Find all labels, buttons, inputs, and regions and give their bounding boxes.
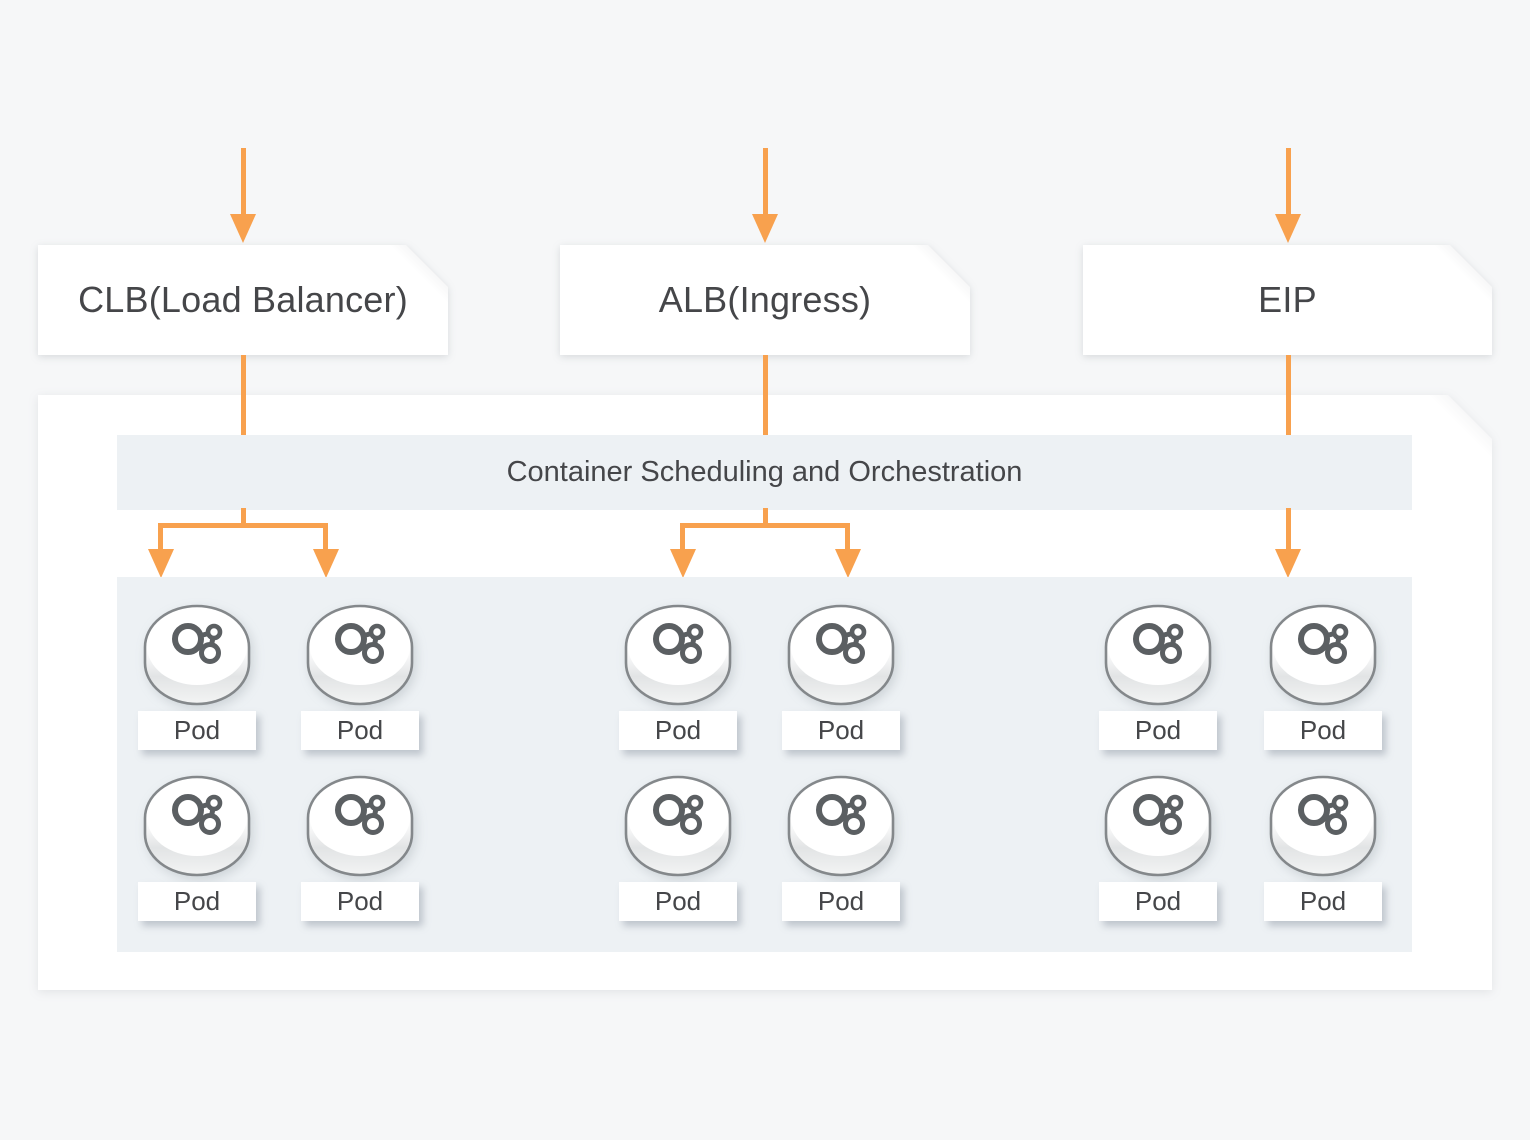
- connector-clb-lower: [240, 508, 246, 528]
- pod-cylinder-icon: [1104, 775, 1212, 878]
- node-alb-label: ALB(Ingress): [658, 279, 872, 320]
- fork-clb-horizontal: [158, 523, 328, 528]
- fork-alb-horizontal: [680, 523, 850, 528]
- pod-cylinder-icon: [787, 775, 895, 878]
- folded-corner: [900, 245, 970, 315]
- pod-cylinder-icon: [306, 604, 414, 707]
- pod: Pod: [301, 604, 419, 750]
- connector-eip-upper: [1285, 355, 1291, 437]
- pod-label: Pod: [1264, 882, 1382, 921]
- orchestration-band: Container Scheduling and Orchestration: [117, 435, 1412, 510]
- node-clb: CLB(Load Balancer): [38, 245, 448, 355]
- pod-label: Pod: [782, 711, 900, 750]
- pod-label: Pod: [619, 882, 737, 921]
- node-clb-label: CLB(Load Balancer): [78, 279, 408, 320]
- node-eip-label: EIP: [1258, 279, 1317, 320]
- arrow-down-icon: [312, 549, 339, 578]
- connector-alb-lower: [762, 508, 768, 528]
- node-alb: ALB(Ingress): [560, 245, 970, 355]
- fork-clb-right-stub: [323, 523, 328, 550]
- pod-cylinder-icon: [143, 775, 251, 878]
- fork-alb-right-stub: [845, 523, 850, 550]
- connector-eip-lower: [1285, 508, 1291, 550]
- pod-label: Pod: [1264, 711, 1382, 750]
- pod-cylinder-icon: [787, 604, 895, 707]
- pod: Pod: [138, 775, 256, 921]
- pod-label: Pod: [301, 711, 419, 750]
- connector-clb-upper: [240, 355, 246, 437]
- pod-cylinder-icon: [624, 775, 732, 878]
- folded-corner: [1416, 395, 1492, 471]
- pod: Pod: [138, 604, 256, 750]
- arrow-down-icon: [669, 549, 696, 578]
- arrow-down-icon: [1275, 549, 1301, 578]
- pod: Pod: [619, 775, 737, 921]
- pod-cylinder-icon: [624, 604, 732, 707]
- pod: Pod: [782, 604, 900, 750]
- fork-alb-left-stub: [680, 523, 685, 550]
- pod-label: Pod: [138, 882, 256, 921]
- arrow-down-icon: [1275, 214, 1301, 243]
- pod-label: Pod: [1099, 711, 1217, 750]
- pod: Pod: [1264, 775, 1382, 921]
- pod: Pod: [782, 775, 900, 921]
- pod: Pod: [1264, 604, 1382, 750]
- arrow-down-icon: [752, 214, 778, 243]
- incoming-arrow-eip: [1285, 148, 1291, 215]
- orchestration-band-label: Container Scheduling and Orchestration: [506, 456, 1023, 488]
- arrow-down-icon: [147, 549, 174, 578]
- pod-cylinder-icon: [306, 775, 414, 878]
- pod-label: Pod: [1099, 882, 1217, 921]
- pod: Pod: [619, 604, 737, 750]
- folded-corner: [1422, 245, 1492, 315]
- arrow-down-icon: [230, 214, 256, 243]
- arrow-down-icon: [834, 549, 861, 578]
- fork-clb-left-stub: [158, 523, 163, 550]
- pod-label: Pod: [619, 711, 737, 750]
- pod: Pod: [1099, 604, 1217, 750]
- connector-alb-upper: [762, 355, 768, 437]
- pod: Pod: [1099, 775, 1217, 921]
- incoming-arrow-alb: [762, 148, 768, 215]
- pod: Pod: [301, 775, 419, 921]
- pod-cylinder-icon: [1269, 604, 1377, 707]
- node-eip: EIP: [1083, 245, 1492, 355]
- pod-label: Pod: [301, 882, 419, 921]
- pod-label: Pod: [138, 711, 256, 750]
- pod-cylinder-icon: [143, 604, 251, 707]
- pod-cylinder-icon: [1104, 604, 1212, 707]
- incoming-arrow-clb: [240, 148, 246, 215]
- pod-label: Pod: [782, 882, 900, 921]
- pod-cylinder-icon: [1269, 775, 1377, 878]
